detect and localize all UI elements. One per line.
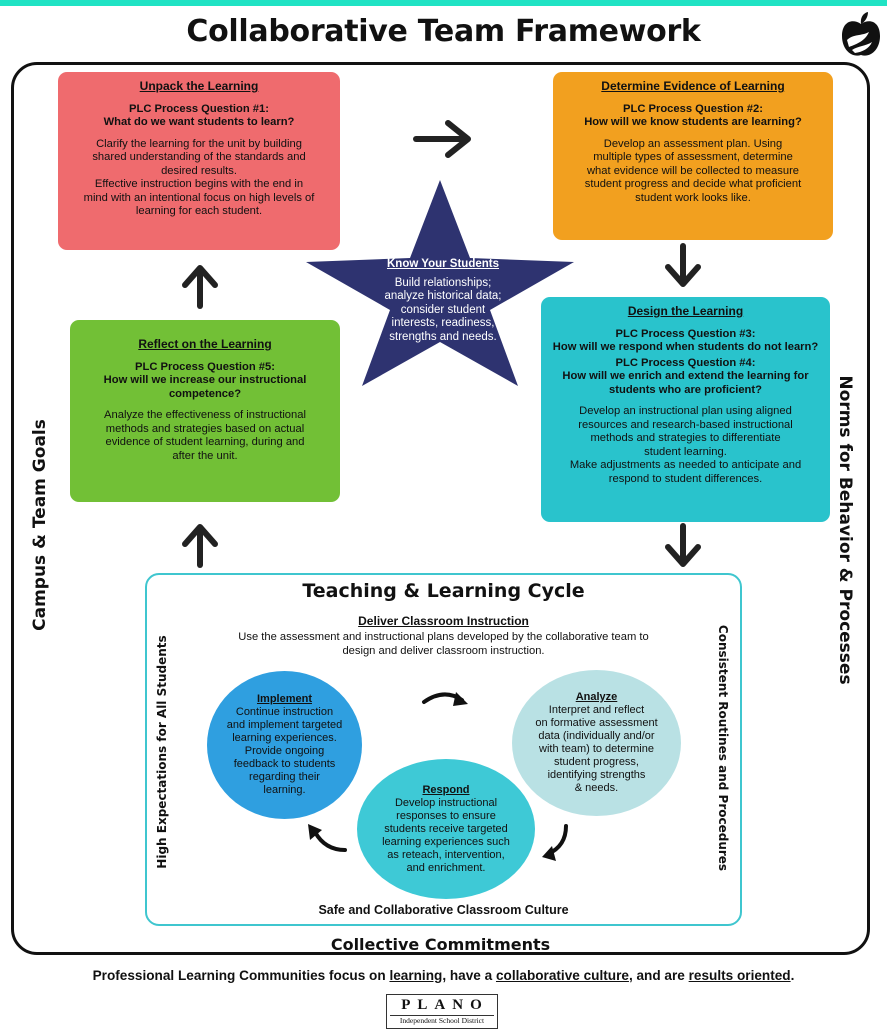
- reflect-question: PLC Process Question #5: How will we inc…: [103, 360, 307, 400]
- implement-body: Continue instruction and implement targe…: [226, 706, 343, 796]
- reflect-heading: Reflect on the Learning: [138, 337, 272, 351]
- star-text: Know Your Students Build relationships; …: [368, 258, 518, 344]
- implement-heading: Implement: [256, 693, 312, 705]
- curved-arrow-icon: [308, 824, 347, 852]
- plano-isd-logo: PLANO Independent School District: [386, 994, 498, 1029]
- page-title: Collaborative Team Framework: [186, 14, 701, 49]
- curved-arrow-icon: [542, 824, 568, 861]
- design-heading: Design the Learning: [627, 304, 744, 318]
- implement-circle: Implement Continue instruction and imple…: [207, 671, 362, 819]
- framework-frame: [11, 62, 870, 955]
- design-learning-box: Design the Learning PLC Process Question…: [541, 297, 830, 522]
- apple-icon: [842, 12, 880, 56]
- unpack-question: PLC Process Question #1: What do we want…: [103, 102, 295, 129]
- campus-team-goals-label: Campus & Team Goals: [30, 419, 50, 631]
- footer-end: .: [790, 968, 795, 983]
- arrow-up-icon: [182, 524, 218, 568]
- evidence-learning-box: Determine Evidence of Learning PLC Proce…: [553, 72, 833, 240]
- footer-prefix: Professional Learning Communities focus …: [92, 968, 390, 983]
- unpack-body: Clarify the learning for the unit by bui…: [83, 137, 315, 218]
- footer-mid1: , have a: [442, 968, 496, 983]
- reflect-learning-box: Reflect on the Learning PLC Process Ques…: [70, 320, 340, 502]
- know-students-star: [306, 180, 574, 386]
- high-expectations-label: High Expectations for All Students: [155, 635, 169, 869]
- analyze-heading: Analyze: [575, 691, 618, 703]
- analyze-body: Interpret and reflect on formative asses…: [535, 704, 658, 794]
- respond-circle: Respond Develop instructional responses …: [357, 759, 535, 899]
- arrow-right-icon: [413, 120, 471, 158]
- respond-body: Develop instructional responses to ensur…: [382, 796, 510, 874]
- unpack-heading: Unpack the Learning: [139, 79, 259, 93]
- collective-commitments-label: Collective Commitments: [330, 935, 551, 954]
- arrow-down-icon: [665, 243, 701, 287]
- footer-results: results oriented: [688, 968, 791, 983]
- design-question-4: PLC Process Question #4: How will we enr…: [562, 356, 809, 396]
- norms-label: Norms for Behavior & Processes: [835, 375, 855, 685]
- footer-mid2: , and are: [628, 968, 689, 983]
- plano-logo-name: PLANO: [401, 997, 489, 1013]
- design-question-3: PLC Process Question #3: How will we res…: [552, 327, 819, 354]
- footer-statement: Professional Learning Communities focus …: [0, 968, 887, 983]
- top-accent-bar: [0, 0, 887, 6]
- star-body: Build relationships; analyze historical …: [384, 276, 502, 343]
- deliver-heading: Deliver Classroom Instruction: [358, 614, 529, 628]
- arrow-up-icon: [182, 265, 218, 309]
- footer-culture: collaborative culture: [495, 968, 629, 983]
- teaching-learning-cycle-box: [145, 573, 742, 926]
- reflect-body: Analyze the effectiveness of instruction…: [104, 409, 306, 462]
- arrow-down-icon: [665, 523, 701, 567]
- analyze-circle: Analyze Interpret and reflect on formati…: [512, 670, 681, 816]
- cycle-title: Teaching & Learning Cycle: [302, 580, 585, 602]
- evidence-question: PLC Process Question #2: How will we kno…: [584, 102, 802, 129]
- unpack-learning-box: Unpack the Learning PLC Process Question…: [58, 72, 340, 250]
- plano-logo-district: Independent School District: [390, 1015, 494, 1025]
- curved-arrow-icon: [422, 692, 468, 706]
- footer-learning: learning: [389, 968, 443, 983]
- respond-heading: Respond: [422, 783, 470, 796]
- evidence-body: Develop an assessment plan. Using multip…: [584, 137, 802, 204]
- evidence-heading: Determine Evidence of Learning: [601, 79, 785, 93]
- star-heading: Know Your Students: [386, 258, 500, 270]
- deliver-body: Use the assessment and instructional pla…: [238, 631, 649, 657]
- safe-culture-label: Safe and Collaborative Classroom Culture: [318, 903, 569, 917]
- design-body: Develop an instructional plan using alig…: [569, 405, 802, 485]
- consistent-routines-label: Consistent Routines and Procedures: [716, 624, 730, 872]
